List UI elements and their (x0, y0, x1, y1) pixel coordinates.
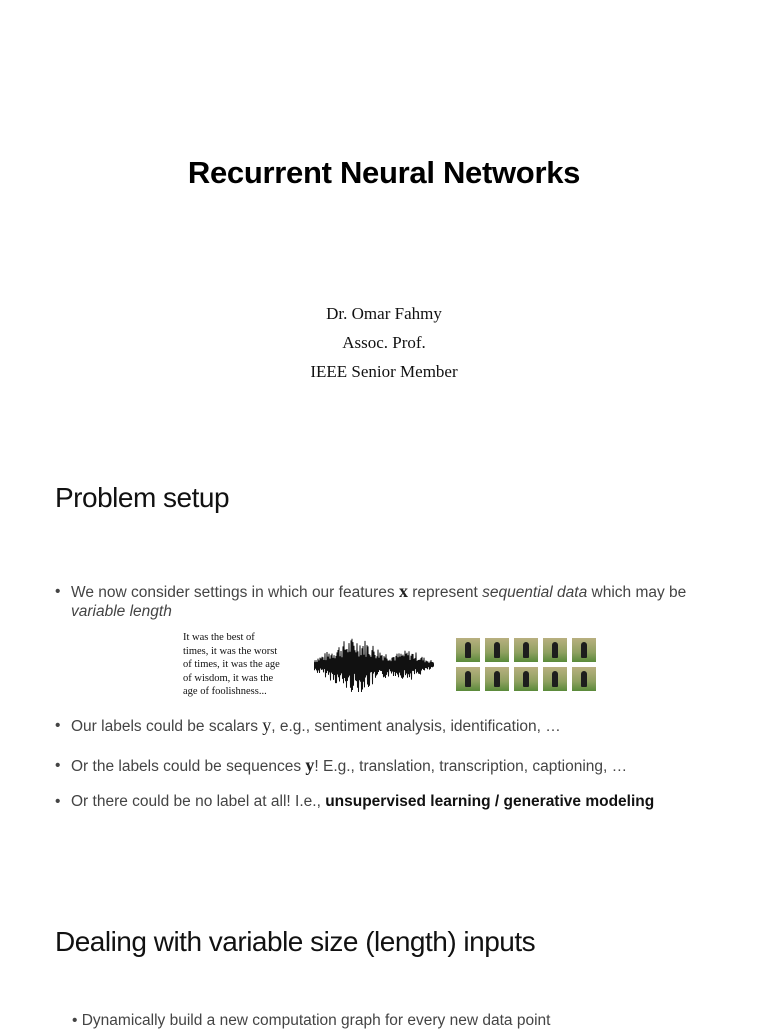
video-frame (485, 638, 509, 662)
variable-y-bold: y (305, 755, 315, 775)
video-frame (514, 638, 538, 662)
video-frame (514, 667, 538, 691)
bullet-no-label: • Or there could be no label at all! I.e… (55, 793, 655, 810)
bullet-dot: • (55, 793, 61, 810)
bullet-dot: • (55, 717, 61, 734)
variable-y: y (262, 715, 272, 735)
author-info: Dr. Omar Fahmy Assoc. Prof. IEEE Senior … (0, 299, 768, 386)
presentation-title: Recurrent Neural Networks (187, 155, 581, 190)
partially-visible-text: • Dynamically build a new computation gr… (72, 1012, 551, 1029)
bullet-sequential-data: • We now consider settings in which our … (55, 581, 687, 621)
author-membership: IEEE Senior Member (310, 362, 458, 381)
video-frame (456, 667, 480, 691)
video-frame (456, 638, 480, 662)
bullet-sequence-labels: • Or the labels could be sequences y! E.… (55, 755, 628, 776)
bullet-scalar-labels: • Our labels could be scalars y, e.g., s… (55, 715, 561, 736)
video-frame (572, 667, 596, 691)
emphasis-variable-length: variable length (71, 603, 172, 620)
video-frame (543, 667, 567, 691)
audio-waveform-image (314, 638, 434, 693)
slide-title: Dealing with variable size (length) inpu… (55, 926, 536, 957)
variable-x: x (398, 581, 408, 601)
video-frame (485, 667, 509, 691)
emphasis-sequential-data: sequential data (482, 584, 588, 601)
bullet-dot: • (55, 583, 61, 600)
emphasis-unsupervised: unsupervised learning / generative model… (325, 793, 655, 810)
video-frame (543, 638, 567, 662)
author-name: Dr. Omar Fahmy (326, 304, 442, 323)
bullet-dot: • (55, 757, 61, 774)
variable-size-inputs-slide: Dealing with variable size (length) inpu… (0, 910, 768, 1029)
author-position: Assoc. Prof. (342, 333, 426, 352)
title-slide: Recurrent Neural Networks Dr. Omar Fahmy… (0, 0, 768, 440)
problem-setup-slide: Problem setup • We now consider settings… (0, 440, 768, 910)
slide-title: Problem setup (55, 482, 230, 513)
video-frame (572, 638, 596, 662)
video-frames-image (456, 638, 596, 692)
text-sequence-example: It was the best of times, it was the wor… (183, 632, 280, 697)
